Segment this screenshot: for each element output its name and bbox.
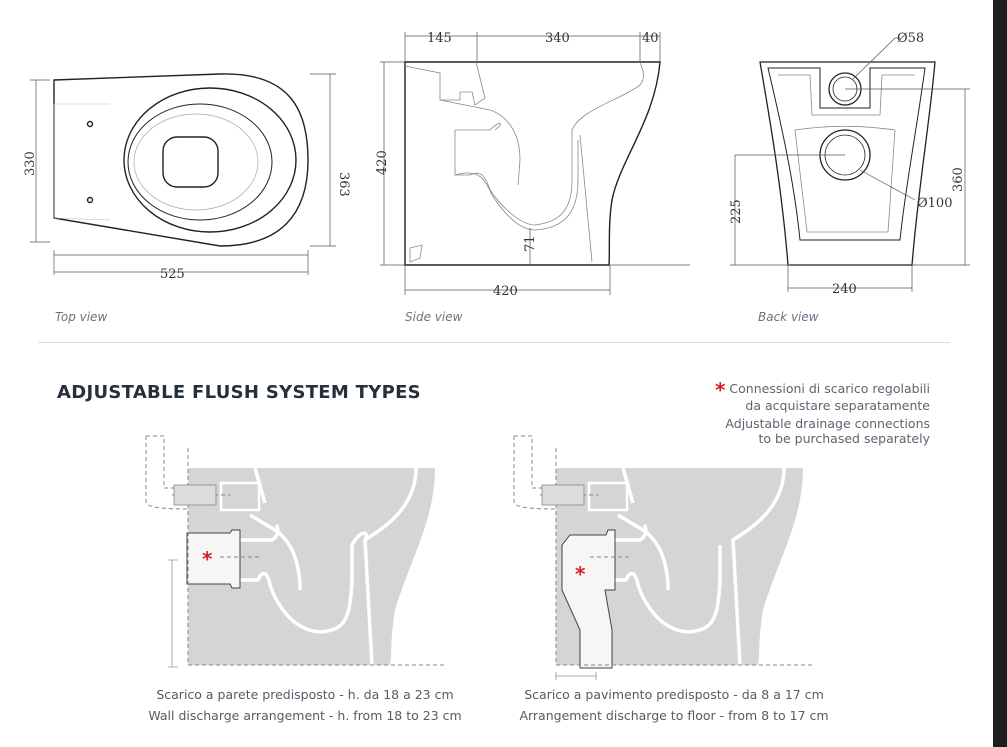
dim-top-left-height: 330 bbox=[23, 151, 38, 176]
wall-discharge-diagram bbox=[145, 435, 445, 668]
note-en-line1: Adjustable drainage connections bbox=[725, 416, 930, 431]
wall-caption-it: Scarico a parete predisposto - h. da 18 … bbox=[156, 687, 454, 702]
dim-side-top-c: 40 bbox=[642, 31, 659, 46]
note-en-line2: to be purchased separately bbox=[758, 431, 930, 446]
dim-back-base: 240 bbox=[832, 282, 857, 297]
dim-top-right-height: 363 bbox=[336, 172, 351, 197]
floor-discharge-diagram bbox=[513, 435, 813, 680]
dim-back-inlet: Ø58 bbox=[897, 31, 924, 46]
dim-back-outlet: Ø100 bbox=[917, 196, 952, 211]
side-view-drawing bbox=[380, 32, 690, 295]
note-it-line2: da acquistare separatamente bbox=[745, 398, 930, 413]
dim-side-trap: 71 bbox=[523, 235, 538, 252]
section-divider bbox=[38, 342, 950, 343]
dim-top-width: 525 bbox=[160, 267, 185, 282]
dim-side-top-a: 145 bbox=[427, 31, 452, 46]
floor-caption-en: Arrangement discharge to floor - from 8 … bbox=[519, 708, 829, 723]
top-view-caption: Top view bbox=[55, 310, 108, 324]
dim-back-height: 360 bbox=[951, 167, 966, 192]
dim-side-base: 420 bbox=[493, 284, 518, 299]
asterisk-marker-floor: * bbox=[575, 562, 586, 586]
floor-caption-it: Scarico a pavimento predisposto - da 8 a… bbox=[524, 687, 824, 702]
wall-caption-en: Wall discharge arrangement - h. from 18 … bbox=[148, 708, 462, 723]
dim-side-top-b: 340 bbox=[545, 31, 570, 46]
section-title: ADJUSTABLE FLUSH SYSTEM TYPES bbox=[57, 382, 421, 403]
drainage-note: * Connessioni di scarico regolabili da a… bbox=[630, 378, 930, 446]
note-it-line1: Connessioni di scarico regolabili bbox=[729, 381, 930, 396]
dim-side-height: 420 bbox=[375, 150, 390, 175]
back-view-drawing bbox=[730, 37, 970, 292]
dim-back-outlet-height: 225 bbox=[729, 199, 744, 224]
asterisk-marker-wall: * bbox=[202, 547, 213, 571]
side-view-caption: Side view bbox=[405, 310, 463, 324]
top-view-drawing bbox=[30, 73, 336, 275]
window-edge bbox=[993, 0, 1007, 747]
asterisk-icon: * bbox=[714, 378, 726, 402]
back-view-caption: Back view bbox=[758, 310, 819, 324]
